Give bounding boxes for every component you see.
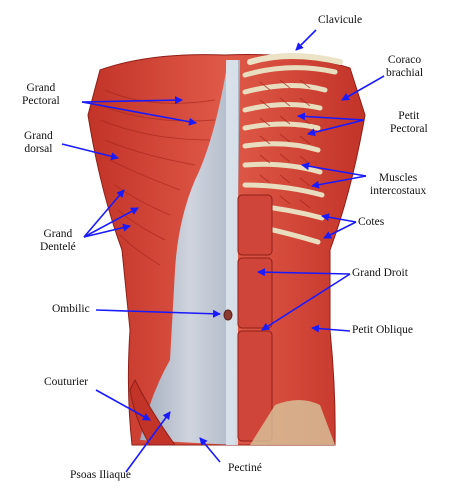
arrow-grand-dentele-2 xyxy=(83,207,139,238)
sartorius xyxy=(129,378,176,446)
arrow-petit-oblique xyxy=(311,324,351,333)
arrow-coraco xyxy=(341,75,385,101)
label-grand-pectoral: Grand Pectoral xyxy=(22,82,60,108)
label-grand-dorsal-line2: dorsal xyxy=(24,143,53,155)
arrow-pectine xyxy=(199,437,221,463)
label-petit-pectoral-line2: Pectoral xyxy=(390,123,428,135)
label-grand-dentele-line2: Dentelé xyxy=(40,241,76,253)
arrow-grand-droit-1 xyxy=(257,268,351,277)
arrow-ombilic xyxy=(95,309,221,318)
label-intercostaux-line2: intercostaux xyxy=(370,185,427,197)
label-coraco-brachial: Coraco brachial xyxy=(386,54,423,80)
arrow-grand-dentele-1 xyxy=(83,189,125,238)
label-muscles-intercostaux: Muscles intercostaux xyxy=(370,172,426,198)
label-grand-dorsal-line1: Grand xyxy=(24,130,53,142)
label-cotes: Cotes xyxy=(358,216,385,228)
pelvis-region xyxy=(250,400,335,445)
label-ombilic: Ombilic xyxy=(52,303,90,315)
pointer-arrows xyxy=(61,29,385,473)
arrow-cotes-2 xyxy=(323,221,357,239)
label-couturier: Couturier xyxy=(44,376,89,388)
label-pectine: Pectiné xyxy=(228,462,262,474)
arrow-grand-pectoral-2 xyxy=(81,101,197,126)
label-intercostaux-line1: Muscles xyxy=(378,172,418,184)
arrow-grand-pectoral-1 xyxy=(81,96,183,105)
arrow-petit-pectoral-2 xyxy=(307,119,365,137)
abdominal-fascia xyxy=(140,60,240,445)
label-grand-dentele: Grand Dentelé xyxy=(40,228,76,254)
label-coraco-line2: brachial xyxy=(386,67,424,79)
muscle-fibers-left xyxy=(99,89,216,266)
label-petit-pectoral: Petit Pectoral xyxy=(390,110,428,136)
rectus-abdominis xyxy=(237,194,273,442)
label-grand-pectoral-line1: Grand xyxy=(26,82,56,94)
label-grand-pectoral-line2: Pectoral xyxy=(22,95,60,107)
label-grand-dentele-line1: Grand xyxy=(43,228,73,240)
arrow-grand-droit-2 xyxy=(261,273,351,331)
label-grand-droit: Grand Droit xyxy=(352,267,408,279)
label-clavicule: Clavicule xyxy=(318,14,363,26)
arrow-clavicule xyxy=(295,29,317,51)
arrow-grand-dentele-3 xyxy=(83,223,131,238)
arrow-petit-pectoral-1 xyxy=(297,112,365,121)
arrow-intercostaux-1 xyxy=(301,162,367,177)
clavicle xyxy=(247,53,343,65)
label-petit-pectoral-line1: Petit xyxy=(398,110,420,122)
linea-alba xyxy=(226,60,238,445)
label-psoas-iliaque: Psoas Iliaque xyxy=(70,469,132,481)
label-coraco-line1: Coraco xyxy=(387,54,422,66)
arrow-grand-dorsal xyxy=(61,143,119,161)
label-grand-dorsal: Grand dorsal xyxy=(24,130,53,156)
arrow-psoas xyxy=(125,411,171,473)
umbilicus xyxy=(223,309,233,321)
arrow-cotes-1 xyxy=(321,213,357,223)
label-petit-oblique: Petit Oblique xyxy=(352,324,414,336)
arrow-couturier xyxy=(95,389,151,421)
arrow-intercostaux-2 xyxy=(311,175,367,189)
